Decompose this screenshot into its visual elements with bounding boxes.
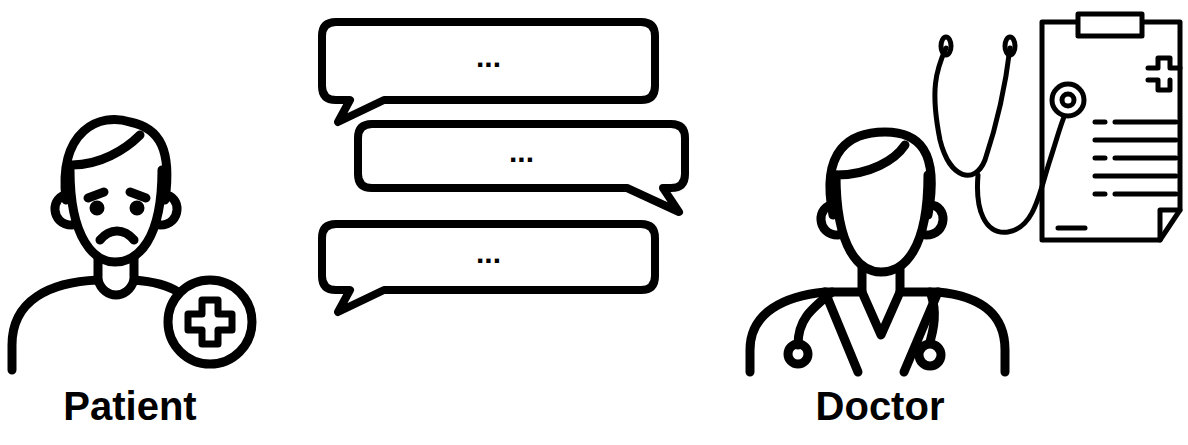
stethoscope-tube — [930, 292, 934, 342]
patient-hair — [65, 119, 167, 200]
doctor-coat — [750, 292, 1005, 372]
doctor-face — [836, 175, 928, 272]
speech-bubble: ... — [322, 22, 655, 100]
chest-piece-center — [1062, 94, 1074, 106]
doctor-ear — [821, 205, 838, 235]
bubble-text: ... — [476, 238, 501, 268]
patient-brow — [130, 192, 146, 198]
patient-shoulders — [12, 280, 178, 370]
patient-icon — [12, 119, 252, 370]
patient-fringe — [72, 135, 140, 165]
text-lines — [1058, 122, 1176, 228]
role-label: Patient — [63, 384, 196, 428]
bubble-text: ... — [509, 137, 534, 167]
stethoscope-end — [788, 344, 808, 364]
clipboard-plus — [1148, 80, 1170, 90]
medical-badge — [168, 280, 252, 364]
bubble-text: ... — [476, 42, 501, 72]
folded-corner — [1160, 210, 1180, 240]
doctor-ear — [926, 205, 943, 235]
earpiece — [941, 37, 951, 55]
patient-eye — [94, 205, 100, 211]
patient-face — [70, 170, 162, 262]
patient-ear — [160, 195, 177, 225]
role-label: Doctor — [816, 384, 945, 428]
patient-neck — [98, 258, 134, 280]
bubble-shape — [322, 224, 655, 312]
patient-ear — [55, 195, 72, 225]
plus-sign — [188, 300, 232, 344]
doctor-icon — [750, 132, 1005, 372]
bubble-shape — [322, 22, 655, 122]
speech-bubble: ... — [358, 124, 685, 188]
doctor-fringe — [836, 145, 905, 175]
bubble-shape — [358, 124, 685, 212]
clipboard-sheet — [1042, 22, 1180, 240]
patient-mouth — [100, 231, 134, 240]
doctor-hair — [830, 132, 931, 215]
speech-bubble: ... — [322, 224, 655, 290]
stethoscope-tube — [798, 292, 832, 345]
stethoscope-end — [919, 344, 941, 366]
patient-brow — [88, 192, 104, 198]
earpiece — [1005, 37, 1015, 55]
chest-piece — [1052, 84, 1084, 116]
doctor-neck — [862, 268, 900, 292]
clipboard-plus — [1148, 58, 1180, 68]
stethoscope-hose — [977, 115, 1065, 232]
stethoscope-icon — [935, 37, 1084, 232]
patient-eye — [134, 205, 140, 211]
stethoscope-tubes — [935, 48, 1010, 175]
clipboard-clip — [1078, 14, 1142, 36]
